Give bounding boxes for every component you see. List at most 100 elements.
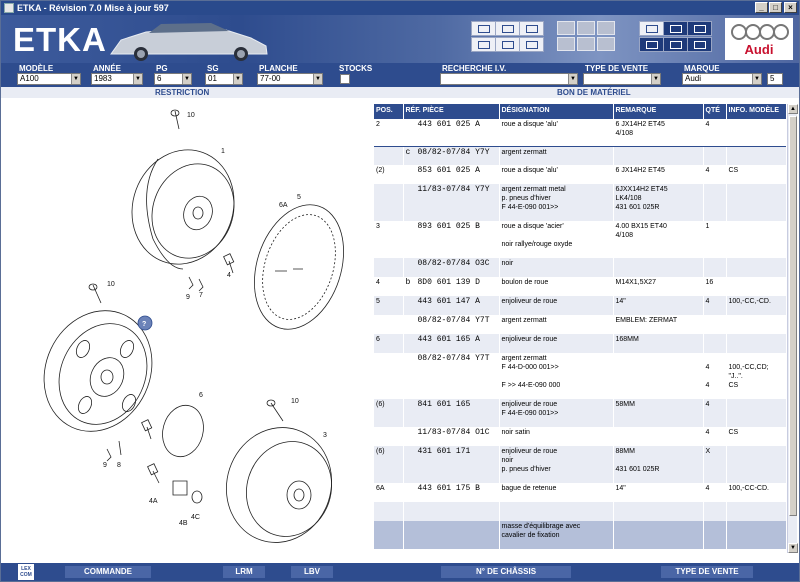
cell-qte: 4: [703, 427, 727, 446]
cell-designation-line: argent zermatt: [501, 355, 547, 362]
col-pos[interactable]: POS.: [374, 104, 404, 118]
col-qte[interactable]: QTÉ: [703, 104, 727, 118]
cell-info-line: CS: [728, 167, 739, 174]
cell-remarque: 14": [613, 296, 704, 315]
cell-ref-text: 853 601 025 A: [417, 166, 480, 175]
window-button[interactable]: [519, 21, 544, 36]
cell-designation: roue a disque 'alu': [499, 165, 614, 184]
valve-left-drawing: [88, 283, 102, 304]
cell-info-line: CS: [728, 429, 739, 436]
cell-info-line: 100,-CC,-CD.: [728, 298, 771, 305]
pin-button[interactable]: [639, 21, 664, 36]
wheel-1-drawing: [131, 149, 235, 270]
annee-select[interactable]: 1983▼: [91, 73, 143, 85]
first-button[interactable]: [639, 37, 664, 52]
chevron-down-icon: ▼: [313, 74, 322, 84]
forward-button[interactable]: [687, 37, 712, 52]
marque-count[interactable]: 5: [767, 73, 783, 85]
minimize-button[interactable]: _: [755, 2, 768, 13]
sg-select[interactable]: 01▼: [205, 73, 243, 85]
depot-icon[interactable]: [577, 21, 595, 35]
modele-label: MODÈLE: [19, 64, 54, 73]
cell-remarque-line: [616, 456, 701, 465]
recherche-select[interactable]: ▼: [440, 73, 578, 85]
car-button[interactable]: [519, 37, 544, 52]
prev-page-button[interactable]: [663, 21, 688, 36]
cell-ref-text: 08/82-07/84 Y7T: [417, 316, 490, 325]
cell-designation: enjoliveur de roue: [499, 296, 614, 315]
settings-icon[interactable]: [577, 37, 595, 51]
cell-info-line: [729, 447, 784, 456]
scroll-down-icon[interactable]: ▼: [788, 543, 798, 553]
edit-button[interactable]: [495, 37, 520, 52]
callout-9: 9: [186, 294, 190, 301]
cell-ref-text: 11/83-07/84 Y7Y: [417, 185, 490, 194]
open-folder-icon[interactable]: [557, 37, 575, 51]
type-vente-select[interactable]: ▼: [583, 73, 661, 85]
maximize-button[interactable]: □: [769, 2, 782, 13]
lrm-button[interactable]: LRM: [223, 566, 265, 578]
print-button[interactable]: [471, 21, 496, 36]
cell-designation-line: noir: [501, 457, 514, 464]
col-remarque[interactable]: REMARQUE: [613, 104, 704, 118]
scroll-thumb[interactable]: [789, 116, 797, 516]
back-button[interactable]: [663, 37, 688, 52]
cart-add-icon[interactable]: [597, 21, 615, 35]
chevron-down-icon: ▼: [568, 74, 577, 84]
chassis-button[interactable]: N° DE CHÂSSIS: [441, 566, 571, 578]
cell-flag: b: [405, 278, 411, 287]
valve-top-drawing: [170, 109, 180, 130]
center-cap-drawing: [162, 404, 204, 458]
cell-pos: 4: [374, 277, 404, 296]
close-button[interactable]: ×: [784, 2, 797, 13]
col-designation[interactable]: DÉSIGNATION: [499, 104, 614, 118]
next-page-button[interactable]: [687, 21, 712, 36]
planche-select[interactable]: 77-00▼: [257, 73, 323, 85]
col-info[interactable]: INFO. MODÈLE: [726, 104, 786, 118]
marque-select[interactable]: Audi▼: [682, 73, 762, 85]
cart-remove-icon[interactable]: [597, 37, 615, 51]
callout-7: 7: [199, 292, 203, 299]
cell-ref: 443 601 025 A: [403, 117, 500, 147]
cell-qte: 4: [703, 296, 727, 315]
scroll-up-icon[interactable]: ▲: [788, 104, 798, 114]
list-button[interactable]: [495, 21, 520, 36]
modele-select[interactable]: A100▼: [17, 73, 81, 85]
cell-qte-line: [706, 372, 724, 381]
keyboard-button[interactable]: [471, 37, 496, 52]
col-ref[interactable]: RÉF. PIÈCE: [403, 104, 500, 118]
cell-remarque: [613, 427, 704, 446]
cell-ref-text: 893 601 025 B: [417, 222, 480, 231]
vertical-scrollbar[interactable]: ▲ ▼: [787, 104, 798, 553]
etka-logo: ETKA: [13, 21, 107, 58]
table-row[interactable]: [374, 502, 786, 521]
type-vente-button[interactable]: TYPE DE VENTE: [661, 566, 753, 578]
chevron-down-icon: ▼: [133, 74, 142, 84]
lbv-button[interactable]: LBV: [291, 566, 333, 578]
cell-qte: 4: [703, 483, 727, 502]
commande-button[interactable]: COMMANDE: [65, 566, 151, 578]
restriction-label[interactable]: RESTRICTION: [155, 88, 210, 97]
bon-materiel-label[interactable]: BON DE MATÉRIEL: [557, 88, 631, 97]
stocks-checkbox[interactable]: [340, 74, 350, 84]
pg-select[interactable]: 6▼: [154, 73, 192, 85]
cart-icon[interactable]: [557, 21, 575, 35]
selected-callout[interactable]: ?: [137, 315, 153, 331]
